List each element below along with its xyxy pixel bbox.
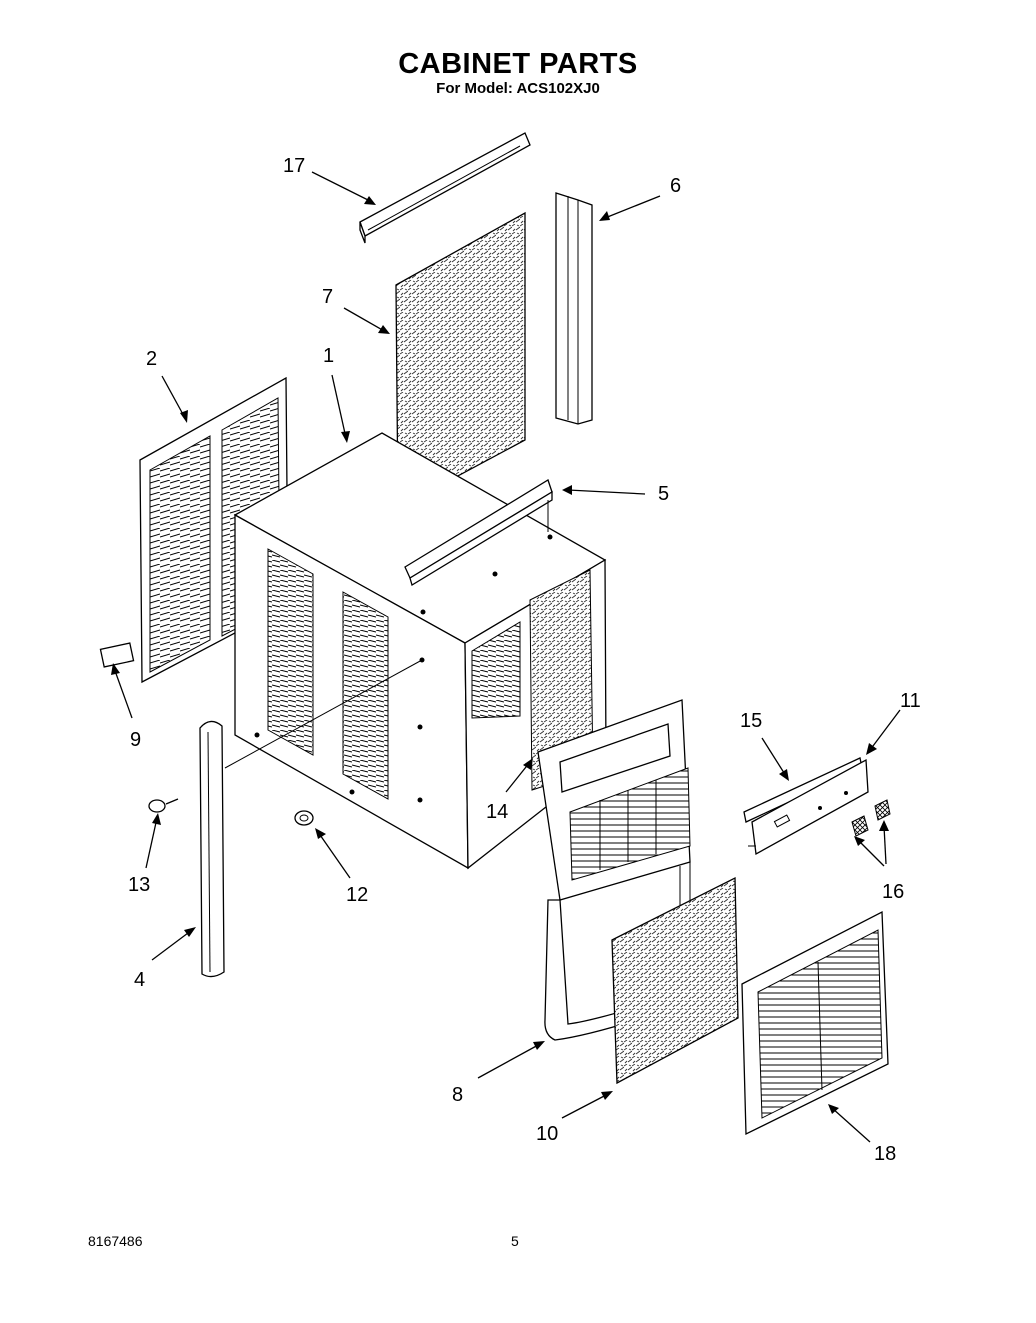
part-17-top-rail xyxy=(359,132,531,244)
callout-10: 10 xyxy=(536,1123,558,1145)
callout-11: 11 xyxy=(900,690,921,712)
document-number: 8167486 xyxy=(88,1233,143,1249)
callout-16: 16 xyxy=(882,881,904,903)
callout-17: 17 xyxy=(283,155,305,177)
callout-8: 8 xyxy=(452,1084,463,1106)
part-13-screw xyxy=(148,798,179,813)
callout-18: 18 xyxy=(874,1143,896,1165)
page-title: CABINET PARTS xyxy=(398,48,638,80)
callout-13: 13 xyxy=(128,874,150,896)
callout-1: 1 xyxy=(323,345,334,367)
callout-12: 12 xyxy=(346,884,368,906)
callout-9: 9 xyxy=(130,729,141,751)
part-12-screw xyxy=(294,810,314,826)
callout-14: 14 xyxy=(486,801,508,823)
page-number: 5 xyxy=(511,1233,519,1249)
part-10-front-filter xyxy=(611,876,739,1085)
callout-2: 2 xyxy=(146,348,157,370)
part-7-filter-panel xyxy=(395,211,526,510)
leader-lines xyxy=(111,171,901,1143)
part-9-label xyxy=(99,642,135,668)
part-6-side-channel xyxy=(555,192,593,425)
callout-6: 6 xyxy=(670,175,681,197)
callout-15: 15 xyxy=(740,710,762,732)
callout-4: 4 xyxy=(134,969,145,991)
part-1-cabinet xyxy=(233,432,607,870)
part-16-fasteners xyxy=(851,799,891,837)
part-11-bracket xyxy=(748,758,869,856)
callout-7: 7 xyxy=(322,286,333,308)
callout-5: 5 xyxy=(658,483,669,505)
model-subtitle: For Model: ACS102XJ0 xyxy=(436,80,600,97)
part-18-front-grille xyxy=(741,910,889,1136)
part-4-seal-strip xyxy=(199,720,225,978)
part-5-top-channel xyxy=(404,479,553,586)
